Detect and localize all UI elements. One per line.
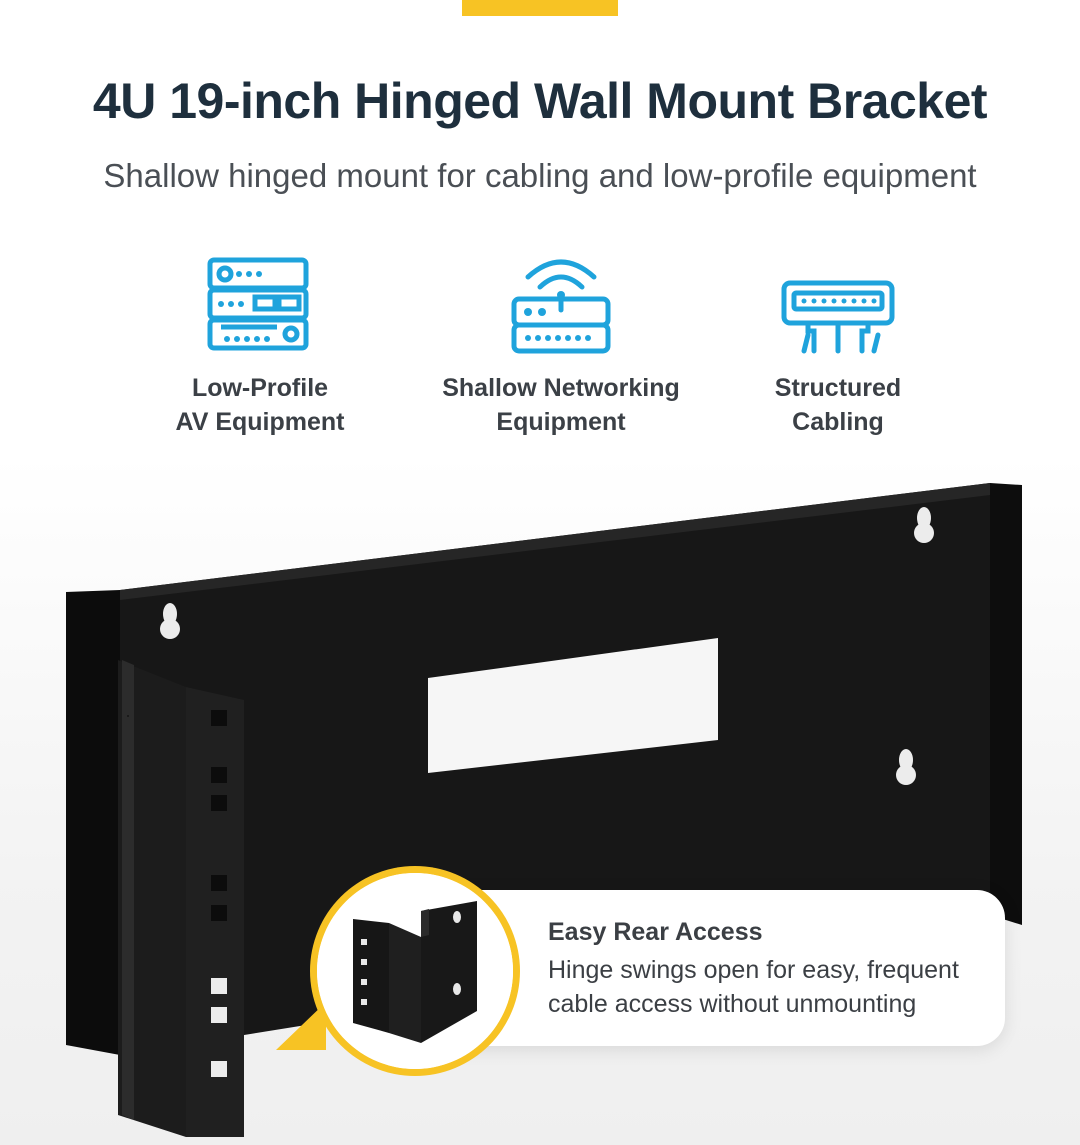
callout-line2: cable access without unmounting: [548, 990, 917, 1018]
av-equipment-stack-icon: [207, 257, 309, 351]
feature-label-line1: Structured: [774, 374, 902, 402]
zoom-circle: [310, 866, 520, 1076]
feature-av-equipment: Low-Profile AV Equipment: [110, 255, 410, 439]
feature-label-line2: Equipment: [496, 408, 626, 436]
accent-bar: [462, 0, 618, 16]
feature-networking: Shallow Networking Equipment: [411, 255, 711, 439]
page-subtitle: Shallow hinged mount for cabling and low…: [103, 157, 977, 194]
callout-title: Easy Rear Access: [548, 918, 763, 946]
open-hinge-bracket-image: [317, 873, 513, 1069]
callout-pointer: [276, 1002, 326, 1050]
callout-line1: Hinge swings open for easy, frequent: [548, 956, 959, 984]
wifi-router-icon: [511, 259, 611, 354]
feature-cabling: Structured Cabling: [688, 255, 988, 439]
feature-label-line2: AV Equipment: [175, 408, 345, 436]
feature-label-line2: Cabling: [792, 408, 884, 436]
rear-access-callout: Easy Rear Access Hinge swings open for e…: [430, 890, 1005, 1046]
feature-label-line1: Shallow Networking: [442, 374, 680, 402]
callout-description: Hinge swings open for easy, frequent cab…: [548, 953, 998, 1021]
zoom-circle-inner: [317, 873, 513, 1069]
feature-label-line1: Low-Profile: [191, 374, 329, 402]
page-title: 4U 19-inch Hinged Wall Mount Bracket: [92, 73, 988, 129]
patch-panel-cabling-icon: [781, 280, 895, 354]
